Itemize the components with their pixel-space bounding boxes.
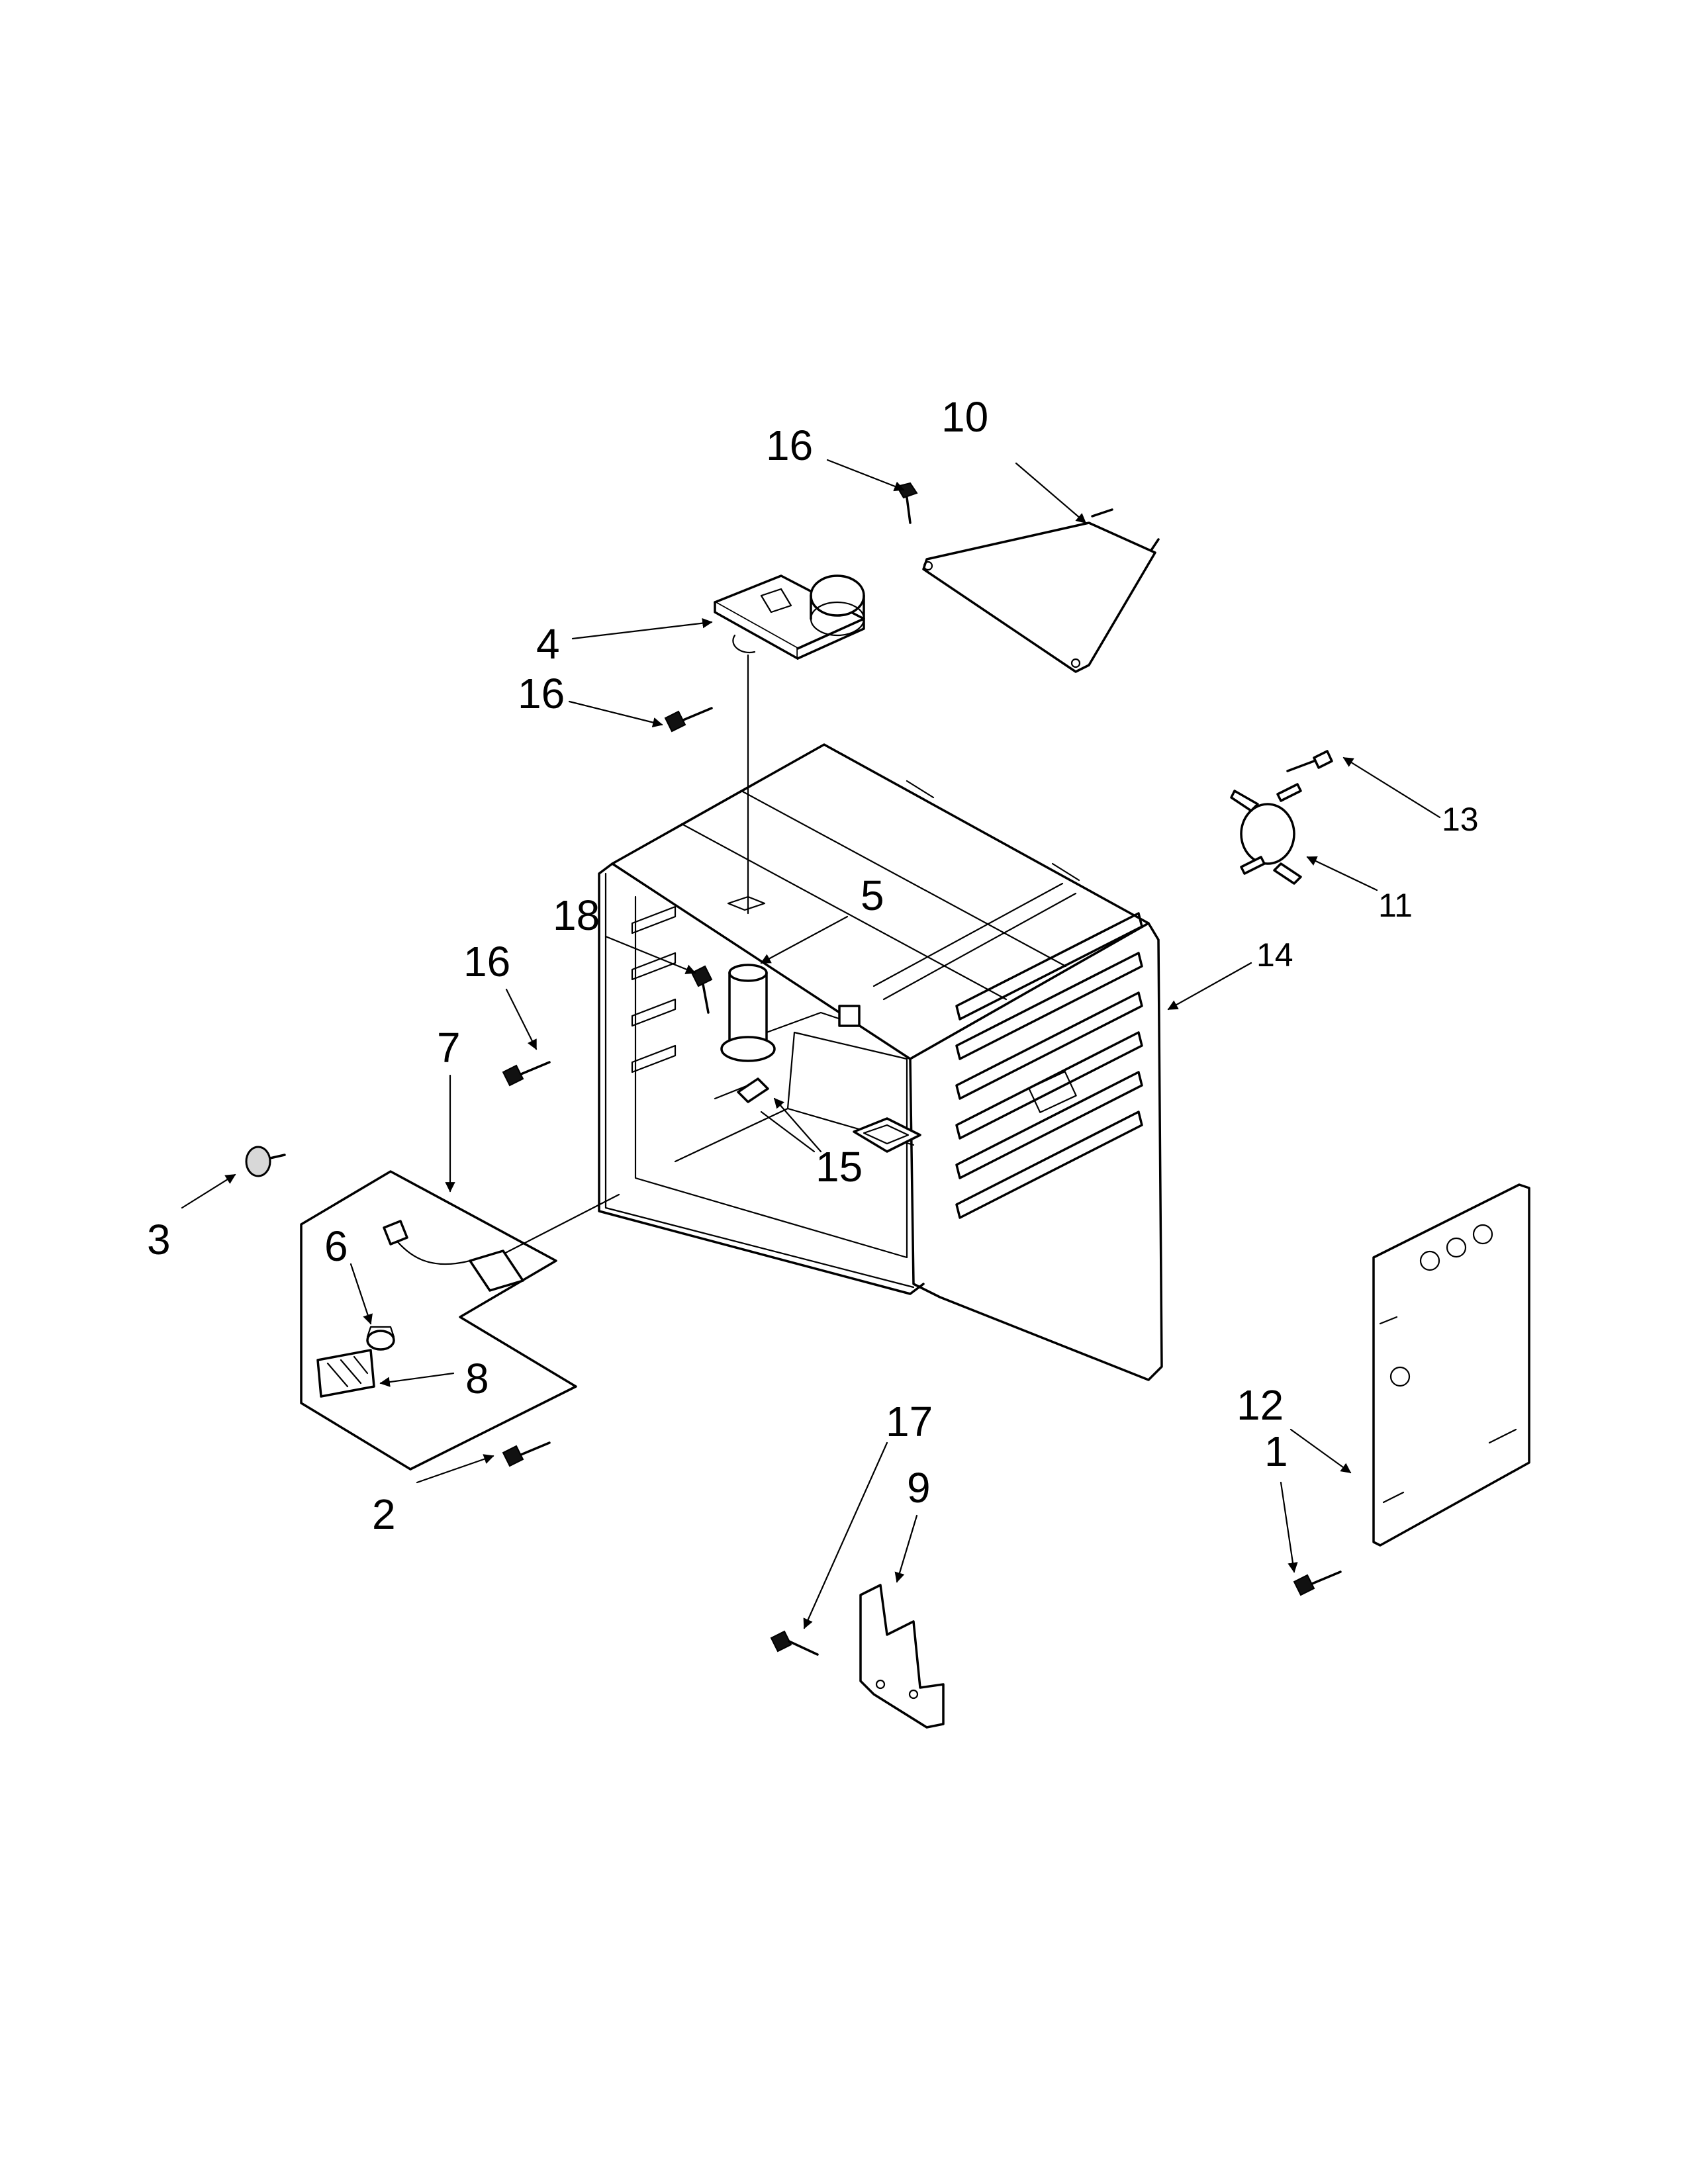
oven-cavity bbox=[598, 743, 1163, 1381]
leader-lines bbox=[181, 459, 1441, 1629]
mounting-bracket bbox=[859, 1584, 945, 1729]
callout-2: 2 bbox=[372, 1490, 396, 1538]
screw-icon bbox=[1286, 750, 1333, 772]
screw-icon bbox=[664, 707, 713, 733]
callout-16-top: 16 bbox=[766, 422, 813, 469]
back-panel bbox=[1372, 1183, 1530, 1547]
knob-icon bbox=[245, 1146, 286, 1177]
thermostat bbox=[1230, 783, 1302, 885]
callout-18: 18 bbox=[553, 891, 600, 939]
callout-16-mid: 16 bbox=[518, 670, 565, 717]
callout-11: 11 bbox=[1378, 887, 1413, 924]
callout-12: 12 bbox=[1237, 1381, 1284, 1429]
light-assembly-box bbox=[300, 1170, 620, 1471]
callout-4: 4 bbox=[536, 620, 560, 668]
screw-icon bbox=[502, 1061, 551, 1087]
callout-13: 13 bbox=[1442, 801, 1479, 838]
callout-3: 3 bbox=[147, 1216, 171, 1263]
callout-7: 7 bbox=[437, 1024, 461, 1071]
callout-10: 10 bbox=[941, 393, 988, 441]
callout-1: 1 bbox=[1264, 1428, 1288, 1475]
callout-14: 14 bbox=[1256, 936, 1293, 974]
oven-sensor bbox=[720, 964, 861, 1062]
latch-assembly bbox=[714, 574, 865, 915]
callout-16-left: 16 bbox=[463, 938, 510, 985]
callout-15: 15 bbox=[816, 1143, 863, 1191]
callout-6: 6 bbox=[324, 1222, 348, 1270]
cover-plate bbox=[922, 508, 1160, 673]
screw-icon bbox=[690, 965, 713, 1014]
screw-icon bbox=[770, 1630, 819, 1656]
callout-17: 17 bbox=[886, 1398, 933, 1445]
screw-icon bbox=[502, 1441, 551, 1467]
callout-8: 8 bbox=[465, 1355, 489, 1402]
screw-icon bbox=[1293, 1570, 1342, 1596]
sensor-bracket bbox=[714, 1077, 769, 1103]
callout-5: 5 bbox=[861, 872, 884, 919]
callout-9: 9 bbox=[907, 1464, 931, 1512]
callout-labels: 16 10 4 16 13 11 14 5 18 16 7 15 3 6 8 2… bbox=[147, 393, 1479, 1538]
